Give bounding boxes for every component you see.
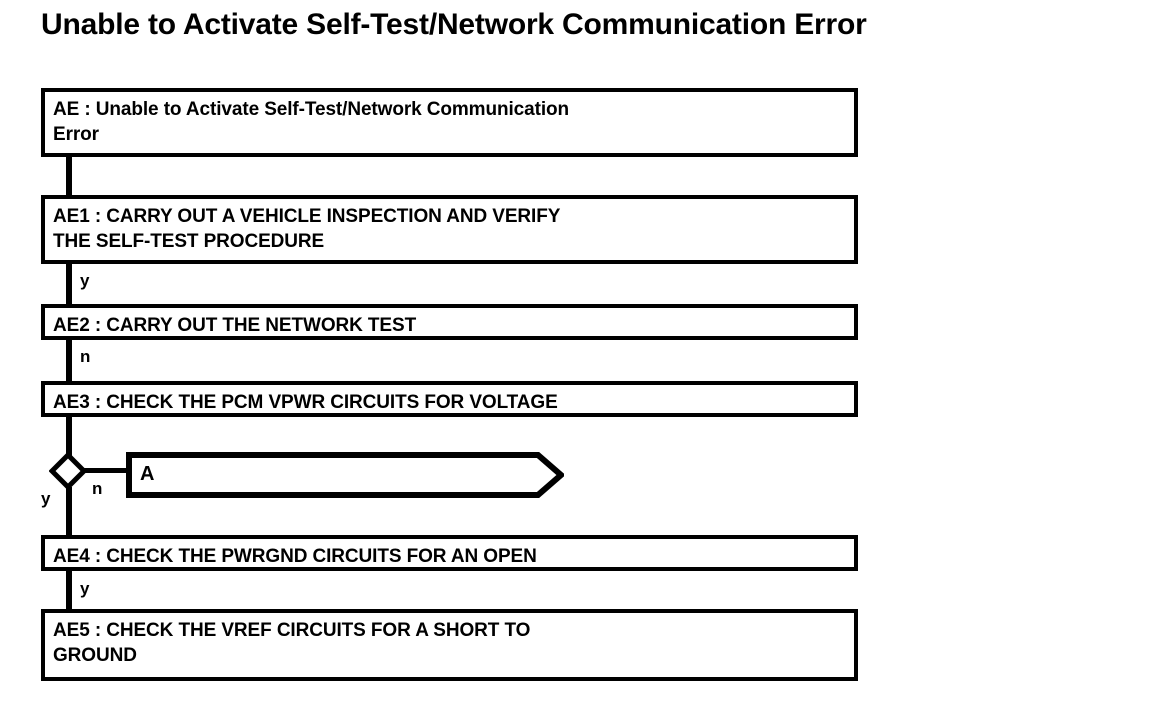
node-ae2-label: AE2 : CARRY OUT THE NETWORK TEST xyxy=(53,315,417,336)
connector-ae4-to-ae5 xyxy=(66,567,72,613)
offpage-connector-label: A xyxy=(140,463,155,485)
node-ae-label: AE : Unable to Activate Self-Test/Networ… xyxy=(53,99,570,145)
connector-decision-to-ae4 xyxy=(66,487,72,539)
node-ae5-label: AE5 : CHECK THE VREF CIRCUITS FOR A SHOR… xyxy=(53,620,531,666)
node-ae2[interactable]: AE2 : CARRY OUT THE NETWORK TEST xyxy=(41,304,858,340)
connector-decision-to-offpage xyxy=(84,468,130,473)
offpage-connector-pennant-icon[interactable] xyxy=(126,452,564,498)
edge-label-ae1-to-ae2: y xyxy=(80,271,90,290)
connector-ae2-to-ae3 xyxy=(66,336,72,385)
edge-label-decision-no: n xyxy=(92,479,103,498)
connector-ae3-to-decision xyxy=(66,413,72,456)
connector-ae-to-ae1 xyxy=(66,153,72,199)
edge-label-decision-yes: y xyxy=(41,489,51,508)
node-ae1[interactable]: AE1 : CARRY OUT A VEHICLE INSPECTION AND… xyxy=(41,195,858,264)
node-ae[interactable]: AE : Unable to Activate Self-Test/Networ… xyxy=(41,88,858,157)
connector-ae1-to-ae2 xyxy=(66,260,72,308)
node-ae3[interactable]: AE3 : CHECK THE PCM VPWR CIRCUITS FOR VO… xyxy=(41,381,858,417)
page-title: Unable to Activate Self-Test/Network Com… xyxy=(41,8,867,41)
decision-diamond-icon[interactable] xyxy=(49,452,87,490)
edge-label-ae2-to-ae3: n xyxy=(80,347,91,366)
edge-label-ae4-to-ae5: y xyxy=(80,579,90,598)
node-ae4[interactable]: AE4 : CHECK THE PWRGND CIRCUITS FOR AN O… xyxy=(41,535,858,571)
node-ae3-label: AE3 : CHECK THE PCM VPWR CIRCUITS FOR VO… xyxy=(53,392,558,413)
node-ae4-label: AE4 : CHECK THE PWRGND CIRCUITS FOR AN O… xyxy=(53,546,537,567)
node-ae1-label: AE1 : CARRY OUT A VEHICLE INSPECTION AND… xyxy=(53,206,561,252)
node-ae5[interactable]: AE5 : CHECK THE VREF CIRCUITS FOR A SHOR… xyxy=(41,609,858,681)
